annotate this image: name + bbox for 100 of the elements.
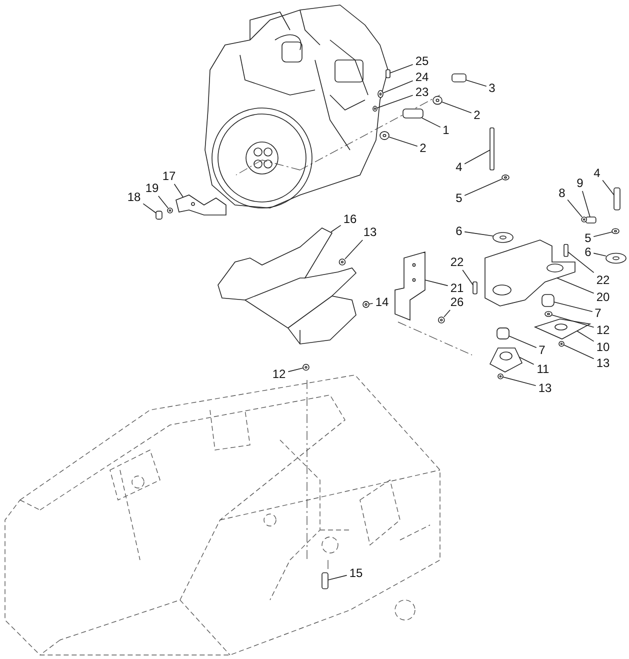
leader-line: [444, 310, 450, 318]
callout-number: 4: [594, 166, 600, 180]
callout-number: 6: [456, 224, 462, 238]
washer: [502, 174, 510, 180]
leader-line: [552, 314, 594, 328]
bolt: [386, 69, 390, 78]
bolt: [472, 281, 478, 294]
pin: [452, 73, 466, 82]
washer: [612, 228, 620, 234]
mounting-plate: [484, 240, 576, 306]
callout-number: 3: [488, 81, 496, 95]
leader-line: [593, 232, 612, 237]
callout-number: 13: [596, 356, 610, 370]
bracket: [176, 194, 226, 216]
leader-line: [462, 270, 474, 286]
leader-line: [576, 330, 594, 342]
washer: [167, 208, 173, 214]
callout-number: 25: [415, 54, 429, 68]
callout-number: 20: [596, 290, 610, 304]
washer: [380, 131, 390, 140]
callout-number: 1: [442, 123, 450, 137]
washer: [432, 96, 442, 105]
callout-number: 5: [456, 191, 462, 205]
callout-number: 19: [145, 181, 159, 195]
callout-number: 7: [594, 306, 602, 320]
callout-number: 6: [584, 245, 592, 259]
callout-number: 18: [127, 190, 141, 204]
bushing: [542, 294, 554, 307]
callout-number: 26: [450, 295, 464, 309]
nut: [498, 373, 504, 380]
bolt: [156, 210, 162, 220]
callout-number: 14: [375, 295, 389, 309]
washer: [372, 106, 378, 112]
bushing: [496, 328, 510, 340]
callout-number: 7: [538, 343, 546, 357]
nut: [438, 316, 445, 324]
leader-line: [518, 356, 534, 365]
bolt: [490, 128, 494, 170]
leader-line: [388, 136, 418, 147]
leader-line: [564, 344, 594, 360]
bolt: [614, 187, 620, 210]
mount-disc: [606, 252, 626, 264]
washer: [378, 90, 384, 98]
leader-line: [422, 118, 441, 128]
bolt: [564, 244, 568, 257]
callout-number: 22: [596, 273, 610, 287]
callout-number: 10: [596, 340, 610, 354]
leader-line: [390, 64, 414, 74]
leader-line: [464, 231, 494, 236]
callout-number: 8: [558, 186, 566, 200]
callout-number: 4: [456, 160, 462, 174]
leader-line: [288, 368, 304, 372]
bushing: [402, 108, 424, 118]
callout-number: 21: [450, 281, 464, 295]
leader-line: [368, 303, 374, 304]
leader-line: [158, 196, 168, 208]
leader-line: [328, 574, 348, 580]
callout-number: 9: [576, 176, 584, 190]
washer: [544, 311, 552, 317]
mount-disc: [492, 232, 514, 243]
mounting-frame: [218, 228, 357, 344]
leader-line: [142, 203, 156, 214]
callout-number: 13: [363, 225, 377, 239]
leader-line: [442, 102, 472, 114]
callout-number: 13: [538, 381, 552, 395]
callout-number: 15: [349, 566, 363, 580]
leader-line: [464, 178, 502, 196]
callout-number: 11: [536, 362, 550, 376]
leader-line: [568, 252, 594, 273]
washer: [581, 216, 587, 222]
rubber-mount: [489, 348, 523, 372]
leader-line: [330, 224, 342, 232]
callout-number: 24: [415, 70, 429, 84]
nut: [558, 340, 564, 347]
callout-number: 12: [596, 323, 610, 337]
leader-line: [582, 190, 590, 218]
callout-number: 12: [272, 367, 286, 381]
leader-line: [593, 252, 606, 256]
callout-number: 22: [450, 255, 464, 269]
callout-number: 2: [420, 141, 426, 155]
leader-line: [508, 336, 537, 348]
bolt: [322, 572, 328, 590]
leader-line: [464, 150, 490, 164]
nut: [302, 364, 310, 371]
leader-line: [502, 376, 536, 386]
leader-line: [466, 80, 487, 87]
leader-line: [344, 240, 363, 260]
rubber-mount: [534, 318, 592, 340]
leader-line: [174, 184, 184, 198]
leader-line: [567, 199, 582, 218]
leader-line: [554, 302, 593, 312]
callout-number: 17: [162, 169, 176, 183]
leader-line: [602, 180, 614, 196]
callout-number: 23: [415, 85, 429, 99]
leader-line: [556, 278, 594, 294]
leader-line: [376, 94, 414, 108]
callout-number: 2: [474, 108, 480, 122]
callout-number: 16: [343, 212, 357, 226]
leader-line: [424, 280, 448, 286]
nut: [362, 301, 370, 308]
